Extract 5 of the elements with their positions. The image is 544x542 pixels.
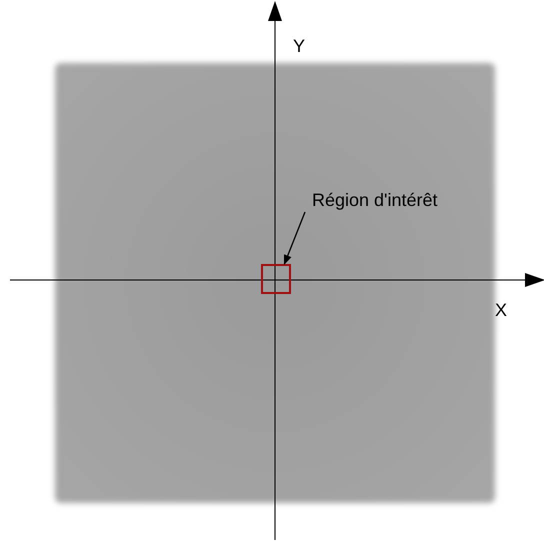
y-axis-label: Y [293, 36, 306, 57]
region-of-interest-square [261, 264, 291, 294]
x-axis-label: X [495, 300, 508, 321]
callout-label: Région d'intérêt [312, 190, 438, 211]
leader-arrow [284, 212, 306, 265]
